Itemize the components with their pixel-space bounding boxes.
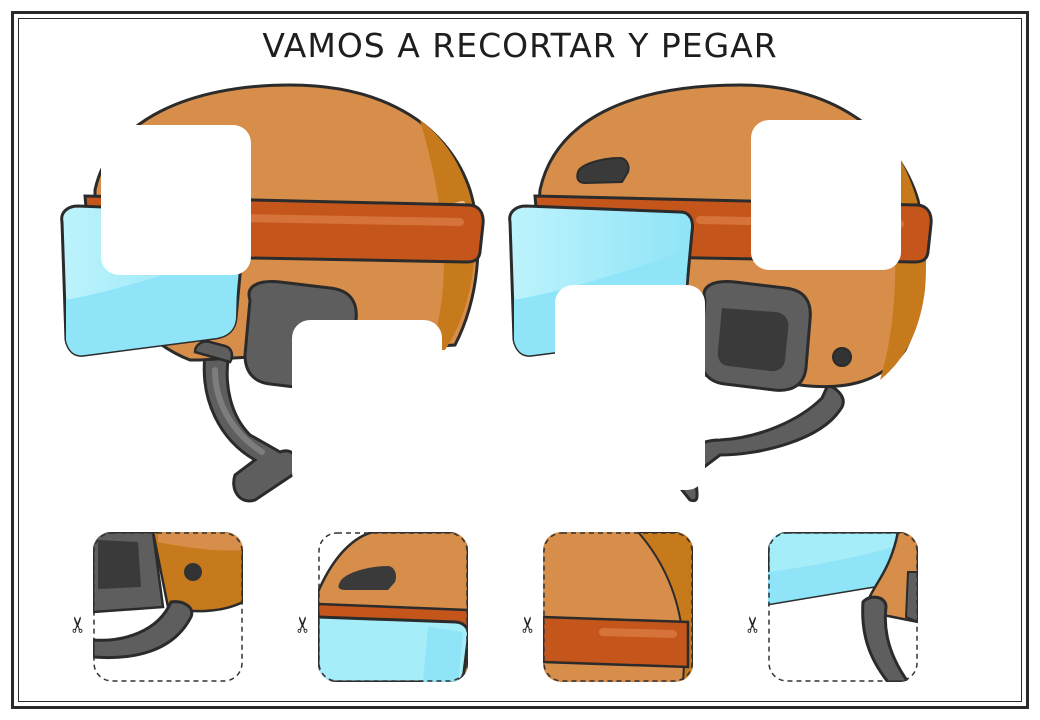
piece-3-art bbox=[543, 532, 693, 682]
inner-border bbox=[18, 18, 1022, 702]
cutout-piece-2[interactable] bbox=[318, 532, 468, 682]
scissors-icon: ✂ bbox=[741, 615, 767, 634]
right-rivet bbox=[832, 347, 852, 367]
right-chin-strap bbox=[668, 383, 845, 503]
cutout-piece-1[interactable] bbox=[93, 532, 243, 682]
cutout-piece-4[interactable] bbox=[768, 532, 918, 682]
right-blank-square-bottom bbox=[555, 285, 705, 490]
scissors-icon: ✂ bbox=[66, 615, 92, 634]
right-blank-square-top bbox=[751, 120, 901, 270]
worksheet-title: VAMOS A RECORTAR Y PEGAR bbox=[262, 26, 778, 65]
piece-4-art bbox=[768, 532, 918, 682]
left-helmet bbox=[60, 83, 485, 503]
outer-border bbox=[11, 11, 1029, 709]
scissors-icon: ✂ bbox=[516, 615, 542, 634]
piece-2-art bbox=[318, 532, 468, 682]
scissors-icon: ✂ bbox=[291, 615, 317, 634]
piece-1-art bbox=[93, 532, 243, 682]
right-helmet bbox=[508, 83, 933, 503]
right-vent bbox=[576, 156, 630, 185]
left-blank-square-bottom bbox=[292, 320, 442, 490]
left-chin-strap bbox=[202, 353, 302, 503]
cutout-piece-3[interactable] bbox=[543, 532, 693, 682]
left-blank-square-top bbox=[101, 125, 251, 275]
